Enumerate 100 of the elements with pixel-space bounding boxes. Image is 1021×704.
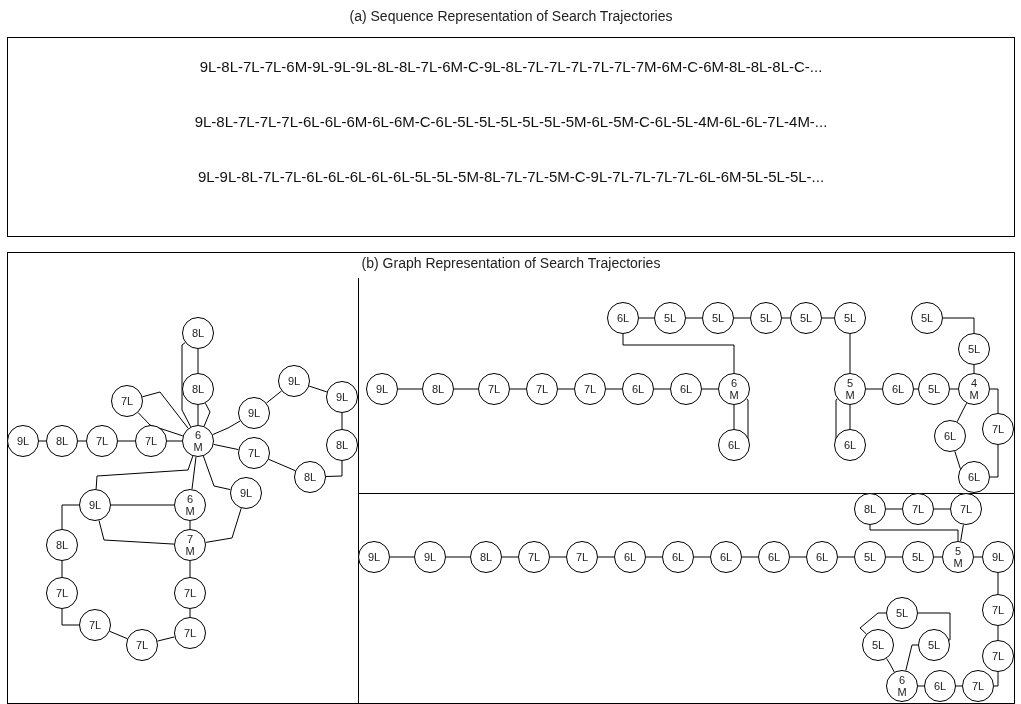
state-node: 7L [982, 413, 1014, 445]
connector-line [834, 398, 838, 441]
connector-line [789, 556, 807, 558]
connector-line [445, 556, 471, 558]
state-node: 6L [934, 420, 966, 452]
state-node: 5 M [942, 541, 974, 573]
state-node: 9L [230, 477, 262, 509]
state-node: 5L [834, 302, 866, 334]
connector-line [685, 317, 703, 319]
state-node: 5L [750, 302, 782, 334]
state-node: 7L [86, 425, 118, 457]
connector-line [942, 317, 975, 334]
state-node: 6L [882, 373, 914, 405]
panel-heading: (a) Sequence Representation of Search Trajectories [349, 8, 673, 24]
state-node: 7L [174, 617, 206, 649]
connector-line [557, 388, 575, 390]
connector-line [453, 388, 479, 390]
connector-line [913, 388, 919, 390]
state-node: 6 M [182, 425, 214, 457]
connector-line [501, 556, 519, 558]
state-node: 5L [886, 597, 918, 629]
state-node: 9L [326, 381, 358, 413]
connector-line [98, 520, 175, 545]
state-node: 8L [422, 373, 454, 405]
connector-line [973, 364, 975, 374]
connector-line [189, 520, 191, 530]
connector-line [95, 455, 194, 490]
connector-line [202, 455, 231, 491]
connector-line [212, 420, 241, 436]
connector-line [859, 612, 887, 635]
state-node: 6L [662, 541, 694, 573]
connector-line [137, 412, 184, 437]
connector-line [397, 388, 423, 390]
connector-line [821, 317, 835, 319]
connector-line [973, 556, 983, 558]
connector-line [203, 402, 211, 427]
connector-line [933, 556, 943, 558]
connector-line [733, 404, 735, 430]
state-node: 6L [614, 541, 646, 573]
connector-line [509, 388, 527, 390]
graph-panel [8, 278, 359, 703]
state-node: 7L [46, 577, 78, 609]
state-node: 7L [902, 493, 934, 525]
connector-line [997, 572, 999, 595]
graph-panel [359, 494, 1014, 703]
connector-line [205, 507, 242, 543]
state-node: 7L [962, 670, 994, 702]
connector-line [869, 524, 959, 542]
connector-line [308, 385, 328, 393]
state-node: 9L [414, 541, 446, 573]
state-node: 6L [622, 373, 654, 405]
state-node: 9L [366, 373, 398, 405]
connector-line [905, 644, 919, 671]
graph-panel [7, 252, 1015, 704]
state-node: 6L [834, 429, 866, 461]
state-node: 8L [470, 541, 502, 573]
connector-line [549, 556, 567, 558]
connector-line [109, 630, 128, 640]
state-node: 8L [294, 461, 326, 493]
state-node: 5L [958, 333, 990, 365]
state-node: 9L [982, 541, 1014, 573]
state-node: 7L [526, 373, 558, 405]
connector-line [997, 625, 999, 641]
state-node: 7L [566, 541, 598, 573]
state-node: 5L [918, 373, 950, 405]
connector-line [61, 504, 80, 530]
state-node: 9L [79, 489, 111, 521]
state-node: 6L [758, 541, 790, 573]
state-node: 8L [46, 529, 78, 561]
connector-line [597, 556, 615, 558]
state-node: 8L [182, 317, 214, 349]
connector-line [189, 560, 191, 578]
connector-line [645, 556, 663, 558]
connector-line [849, 404, 851, 430]
state-node: 9L [7, 425, 39, 457]
state-node: 8L [182, 373, 214, 405]
connector-line [622, 333, 735, 374]
connector-line [61, 560, 63, 578]
connector-line [917, 685, 925, 687]
connector-line [166, 440, 183, 442]
connector-line [781, 317, 791, 319]
connector-line [886, 658, 895, 673]
state-node: 7L [950, 493, 982, 525]
connector-line [653, 388, 671, 390]
connector-line [389, 556, 415, 558]
state-node: 5L [918, 629, 950, 661]
state-node: 5L [911, 302, 943, 334]
state-node: 7L [982, 640, 1014, 672]
state-node: 7L [518, 541, 550, 573]
sequence-text: 9L-8L-7L-7L-6M-9L-9L-9L-8L-8L-7L-6M-C-9L-8L-7L-7L-7L-7L-7L-7M-6M-C-6M-8L-8L-8L-C-... [199, 58, 823, 75]
state-node: 5L [854, 541, 886, 573]
connector-line [341, 412, 343, 430]
sequence-text: 9L-9L-8L-7L-7L-6L-6L-6L-6L-6L-5L-5L-5M-8L-7L-7L-5M-C-9L-7L-7L-7L-7L-6L-6M-5L-5L-5L-... [197, 168, 825, 185]
connector-line [849, 333, 851, 374]
state-node: 5L [702, 302, 734, 334]
state-node: 7L [79, 609, 111, 641]
connector-line [865, 388, 883, 390]
connector-line [741, 556, 759, 558]
state-node: 7L [574, 373, 606, 405]
connector-line [266, 390, 282, 404]
